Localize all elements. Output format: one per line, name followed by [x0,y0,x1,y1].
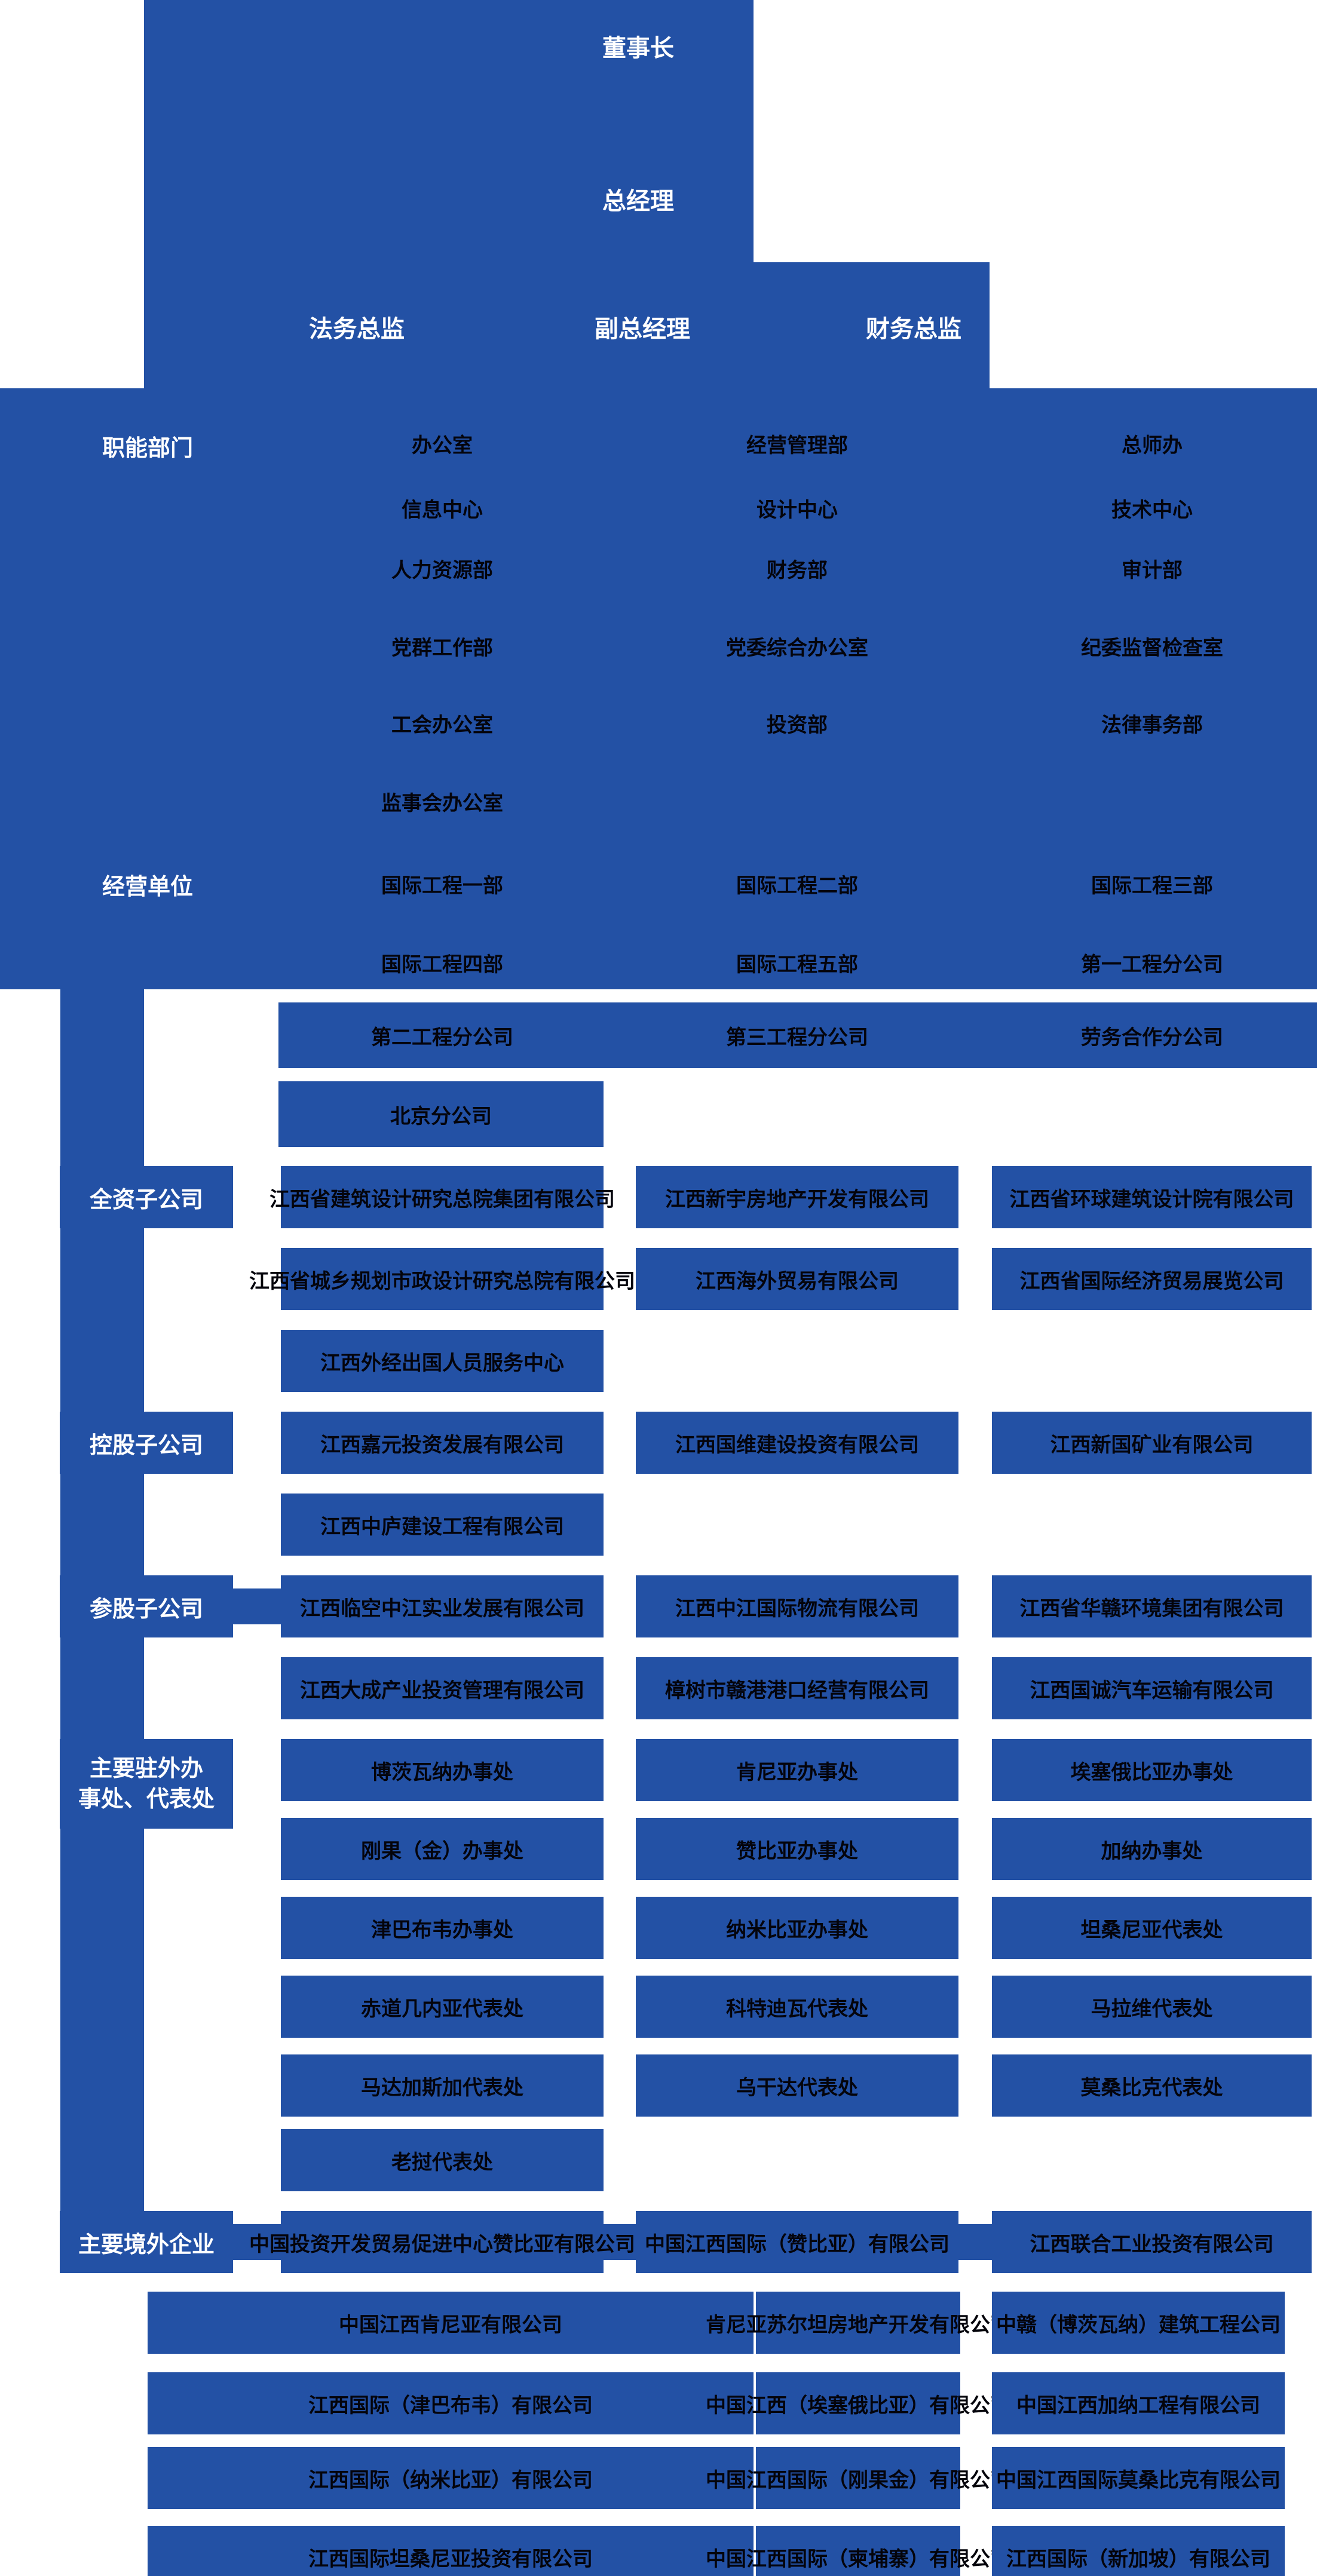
company-box: 江西国维建设投资有限公司 [636,1412,958,1474]
dept-cell: 设计中心 [756,498,838,522]
dept-cell: 经营管理部 [746,433,848,458]
section-label-minority: 参股子公司 [60,1575,233,1637]
enterprise-box: 中赣（博茨瓦纳）建筑工程公司 [992,2292,1285,2354]
connector-tab [233,1588,281,1624]
company-box: 江西外经出国人员服务中心 [281,1330,604,1392]
office-box: 赤道几内亚代表处 [281,1976,604,2038]
label-line: 事处、代表处 [78,1786,215,1812]
dept-cell: 信息中心 [402,498,483,522]
dept-cell: 监事会办公室 [381,791,503,815]
enterprise-box: 中国江西肯尼亚有限公司 [148,2292,754,2354]
company-box: 江西新宇房地产开发有限公司 [636,1166,958,1228]
dept-cell: 法律事务部 [1101,713,1203,737]
section-label-functional: 职能部门 [102,434,193,461]
section-label-operating: 经营单位 [102,873,193,900]
office-box: 博茨瓦纳办事处 [281,1739,604,1801]
office-box: 坦桑尼亚代表处 [992,1897,1312,1959]
office-box: 肯尼亚办事处 [636,1739,958,1801]
dept-cell: 办公室 [412,433,473,458]
office-box: 埃塞俄比亚办事处 [992,1739,1312,1801]
enterprise-box: 中国江西国际（刚果金）有限公司 [706,2447,1010,2509]
connector-tab [233,2224,281,2260]
enterprise-box: 江西联合工业投资有限公司 [992,2211,1312,2273]
company-box: 江西省环球建筑设计院有限公司 [992,1166,1312,1228]
legal-director-title: 法务总监 [309,315,405,343]
enterprise-box: 中国江西国际莫桑比克有限公司 [992,2447,1285,2509]
unit-cell: 第二工程分公司 [371,1025,513,1050]
section-label-overseas-offices: 主要驻外办 事处、代表处 [60,1739,233,1829]
office-box: 老挝代表处 [281,2129,604,2191]
finance-director-title: 财务总监 [866,315,961,343]
general-manager-title: 总经理 [602,188,674,215]
chairman-title: 董事长 [602,35,674,62]
company-box: 江西中江国际物流有限公司 [636,1575,958,1637]
label-line: 主要驻外办 [89,1755,203,1781]
dept-cell: 党群工作部 [391,636,493,660]
unit-cell: 国际工程四部 [381,952,503,977]
deputy-gm-title: 副总经理 [595,315,690,343]
enterprise-box: 江西国际（津巴布韦）有限公司 [148,2372,754,2434]
enterprise-box: 中国江西国际（柬埔寨）有限公司 [706,2526,1010,2576]
company-box: 江西中庐建设工程有限公司 [281,1494,604,1556]
unit-cell: 国际工程三部 [1091,873,1213,898]
company-box: 江西大成产业投资管理有限公司 [281,1657,604,1719]
office-box: 马拉维代表处 [992,1976,1312,2038]
unit-cell: 第一工程分公司 [1081,952,1223,977]
office-box: 赞比亚办事处 [636,1818,958,1880]
office-box: 马达加斯加代表处 [281,2054,604,2117]
dept-cell: 总师办 [1122,433,1183,458]
office-box: 纳米比亚办事处 [636,1897,958,1959]
finance-director-block [754,262,990,388]
enterprise-box: 中国投资开发贸易促进中心赞比亚有限公司 [249,2211,635,2273]
company-box: 江西省国际经济贸易展览公司 [992,1248,1312,1310]
branch-row-band [278,1002,1317,1068]
connector-tab [604,2224,636,2260]
dept-cell: 审计部 [1122,558,1183,582]
company-box: 江西嘉元投资发展有限公司 [281,1412,604,1474]
office-box: 科特迪瓦代表处 [636,1976,958,2038]
office-box: 莫桑比克代表处 [992,2054,1312,2117]
dept-cell: 纪委监督检查室 [1081,636,1223,660]
unit-cell: 国际工程一部 [381,873,503,898]
connector-tab [958,2224,992,2260]
dept-cell: 投资部 [767,713,828,737]
company-box: 江西海外贸易有限公司 [636,1248,958,1310]
company-box: 樟树市赣港港口经营有限公司 [636,1657,958,1719]
header-block [144,0,754,388]
dept-cell: 人力资源部 [391,558,493,582]
dept-cell: 工会办公室 [391,713,493,737]
enterprise-box: 肯尼亚苏尔坦房地产开发有限公司 [706,2292,1010,2354]
unit-cell: 国际工程二部 [736,873,858,898]
company-box: 江西国诚汽车运输有限公司 [992,1657,1312,1719]
unit-box: 北京分公司 [278,1081,604,1147]
enterprise-box: 江西国际坦桑尼亚投资有限公司 [148,2526,754,2576]
enterprise-box: 中国江西（埃塞俄比亚）有限公司 [706,2372,1010,2434]
section-label-wholly-owned: 全资子公司 [60,1166,233,1228]
unit-cell: 第三工程分公司 [726,1025,868,1050]
enterprise-box: 江西国际（新加坡）有限公司 [992,2526,1285,2576]
company-box: 江西新国矿业有限公司 [992,1412,1312,1474]
dept-cell: 党委综合办公室 [726,636,868,660]
unit-cell: 劳务合作分公司 [1081,1025,1223,1050]
main-band [0,388,1317,989]
company-box: 江西省建筑设计研究总院集团有限公司 [269,1166,615,1228]
office-box: 加纳办事处 [992,1818,1312,1880]
dept-cell: 财务部 [767,558,828,582]
enterprise-box: 江西国际（纳米比亚）有限公司 [148,2447,754,2509]
office-box: 乌干达代表处 [636,2054,958,2117]
enterprise-box: 中国江西国际（赞比亚）有限公司 [636,2211,958,2273]
section-label-holding: 控股子公司 [60,1412,233,1474]
unit-cell: 国际工程五部 [736,952,858,977]
company-box: 江西省城乡规划市政设计研究总院有限公司 [249,1248,635,1310]
office-box: 津巴布韦办事处 [281,1897,604,1959]
section-label-overseas-enterprises: 主要境外企业 [60,2211,233,2273]
company-box: 江西省华赣环境集团有限公司 [992,1575,1312,1637]
company-box: 江西临空中江实业发展有限公司 [281,1575,604,1637]
enterprise-box: 中国江西加纳工程有限公司 [992,2372,1285,2434]
dept-cell: 技术中心 [1111,498,1193,522]
office-box: 刚果（金）办事处 [281,1818,604,1880]
